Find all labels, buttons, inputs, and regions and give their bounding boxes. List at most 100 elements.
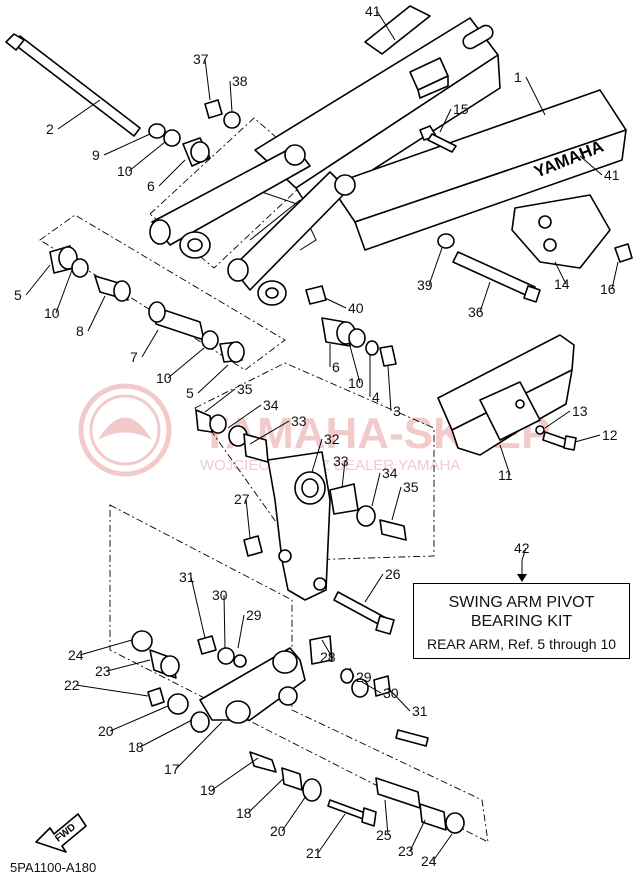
leader-c21 bbox=[317, 813, 346, 854]
leader-c14 bbox=[554, 261, 567, 285]
leader-c2 bbox=[57, 99, 101, 130]
callout-c15: 15 bbox=[453, 101, 469, 117]
callout-c17: 17 bbox=[164, 761, 180, 777]
callout-c30b: 30 bbox=[383, 685, 399, 701]
pivot-axle bbox=[5, 33, 141, 137]
leader-c33b bbox=[341, 460, 346, 489]
leader-c20a bbox=[109, 705, 169, 732]
callout-c5b: 5 bbox=[186, 385, 194, 401]
callout-c10b: 10 bbox=[44, 305, 60, 321]
callout-c34a: 34 bbox=[263, 397, 279, 413]
leader-c40 bbox=[324, 297, 347, 309]
callout-c12: 12 bbox=[602, 427, 618, 443]
leader-c34b bbox=[371, 472, 381, 507]
leader-c35a bbox=[204, 388, 236, 413]
bearing-kit-box: SWING ARM PIVOT BEARING KIT REAR ARM, Re… bbox=[413, 583, 630, 659]
callout-c42: 42 bbox=[514, 540, 530, 556]
callout-c19: 19 bbox=[200, 782, 216, 798]
callout-c32: 32 bbox=[324, 431, 340, 447]
callout-c8: 8 bbox=[76, 323, 84, 339]
leader-c17 bbox=[175, 721, 223, 770]
leader-c12 bbox=[574, 434, 601, 443]
leader-c39 bbox=[428, 247, 443, 286]
leader-c29b bbox=[349, 667, 355, 678]
watermark-logo bbox=[78, 383, 172, 477]
leader-c32 bbox=[311, 438, 323, 473]
callout-c3: 3 bbox=[393, 403, 401, 419]
leader-c16 bbox=[611, 261, 619, 290]
callout-c7: 7 bbox=[130, 349, 138, 365]
callout-c14: 14 bbox=[554, 276, 570, 292]
callout-c24b: 24 bbox=[421, 853, 437, 869]
callout-c38: 38 bbox=[232, 73, 248, 89]
leader-c22 bbox=[75, 684, 149, 697]
callout-c10c: 10 bbox=[156, 370, 172, 386]
callout-c34b: 34 bbox=[382, 465, 398, 481]
callout-c39: 39 bbox=[417, 277, 433, 293]
callout-c10d: 10 bbox=[348, 375, 364, 391]
leader-c41a bbox=[376, 10, 396, 41]
kit-title-line2: BEARING KIT bbox=[470, 613, 573, 630]
callout-c25: 25 bbox=[376, 827, 392, 843]
callout-c18a: 18 bbox=[128, 739, 144, 755]
leader-c23a bbox=[106, 659, 151, 672]
callout-c21: 21 bbox=[306, 845, 322, 861]
callout-c23a: 23 bbox=[95, 663, 111, 679]
leader-c33a bbox=[249, 420, 290, 445]
callout-c40: 40 bbox=[348, 300, 364, 316]
callout-c6a: 6 bbox=[147, 178, 155, 194]
callout-c28: 28 bbox=[320, 649, 336, 665]
leader-c10a bbox=[128, 141, 166, 172]
callout-c4: 4 bbox=[372, 389, 380, 405]
callout-c41b: 41 bbox=[604, 167, 620, 183]
callout-c29a: 29 bbox=[246, 607, 262, 623]
leader-c7 bbox=[141, 329, 159, 358]
callout-c36: 36 bbox=[468, 304, 484, 320]
relay-arm bbox=[195, 409, 407, 601]
upper-fasteners bbox=[419, 125, 541, 303]
callout-c33a: 33 bbox=[291, 413, 307, 429]
callout-c30a: 30 bbox=[212, 587, 228, 603]
callout-c26: 26 bbox=[385, 566, 401, 582]
callout-c20b: 20 bbox=[270, 823, 286, 839]
leader-c20b bbox=[281, 795, 307, 832]
bearing-kit-parts bbox=[49, 245, 245, 363]
callout-c2: 2 bbox=[46, 121, 54, 137]
relay-bolt bbox=[333, 591, 395, 635]
callout-c10a: 10 bbox=[117, 163, 133, 179]
leader-c23b bbox=[409, 819, 426, 852]
leader-c15 bbox=[439, 108, 452, 133]
leader-c10c bbox=[167, 347, 205, 379]
leader-c24a bbox=[79, 639, 133, 656]
leader-c42 bbox=[521, 547, 527, 561]
leader-c13 bbox=[544, 410, 571, 429]
leader-c10b bbox=[55, 269, 73, 314]
leader-c11 bbox=[499, 444, 511, 476]
leader-c24b bbox=[432, 833, 453, 862]
pivot-bosses bbox=[149, 144, 356, 306]
callout-c23b: 23 bbox=[398, 843, 414, 859]
leader-c10d bbox=[349, 345, 361, 384]
kit-leader-arrow bbox=[517, 574, 527, 582]
leader-c5a bbox=[25, 264, 51, 296]
swing-arm-body: YAMAHA bbox=[229, 17, 627, 251]
callout-c18b: 18 bbox=[236, 805, 252, 821]
kit-subtitle: REAR ARM, Ref. 5 through 10 bbox=[426, 636, 617, 652]
callout-c22: 22 bbox=[64, 677, 80, 693]
leader-lines bbox=[25, 10, 619, 862]
diagram-code: 5PA1100-A180 bbox=[10, 860, 97, 875]
leader-c18b bbox=[247, 777, 285, 814]
callout-c24a: 24 bbox=[68, 647, 84, 663]
callout-c31a: 31 bbox=[179, 569, 195, 585]
leader-c5b bbox=[197, 364, 229, 394]
leader-c6a bbox=[158, 159, 186, 187]
leader-c18a bbox=[139, 719, 193, 748]
fwd-arrow-icon: FWD bbox=[35, 813, 87, 853]
leader-c41b bbox=[579, 155, 603, 176]
leader-c28 bbox=[321, 639, 333, 658]
callout-c33b: 33 bbox=[333, 453, 349, 469]
upper-bushings bbox=[148, 99, 241, 167]
leader-c31b bbox=[387, 687, 411, 712]
callout-c11: 11 bbox=[498, 467, 513, 483]
